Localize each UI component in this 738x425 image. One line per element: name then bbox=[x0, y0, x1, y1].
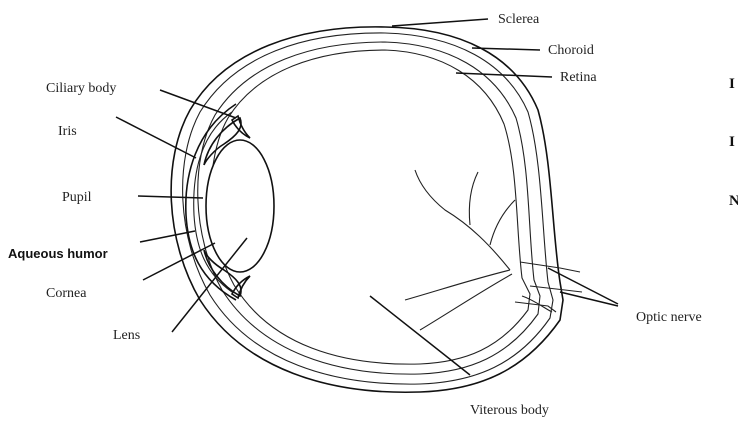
leader-lens bbox=[172, 238, 247, 332]
label-viterous-body: Viterous body bbox=[470, 403, 549, 418]
retinal-vessels bbox=[405, 170, 515, 330]
leader-optic-nerve-1 bbox=[548, 268, 618, 304]
lens bbox=[206, 140, 274, 272]
label-iris: Iris bbox=[58, 124, 77, 139]
label-pupil: Pupil bbox=[62, 190, 92, 205]
label-ciliary-body: Ciliary body bbox=[46, 81, 116, 96]
label-sclerea: Sclerea bbox=[498, 12, 540, 27]
label-lens: Lens bbox=[113, 328, 140, 343]
leader-pupil bbox=[138, 196, 203, 198]
leader-lines bbox=[116, 19, 618, 375]
label-cornea: Cornea bbox=[46, 286, 87, 301]
cropped-text-3: N bbox=[729, 193, 738, 209]
label-optic-nerve: Optic nerve bbox=[636, 310, 702, 325]
cropped-text-1: I bbox=[729, 76, 735, 92]
optic-nerve-shape bbox=[515, 262, 582, 312]
label-choroid: Choroid bbox=[548, 43, 594, 58]
cropped-text-2: I bbox=[729, 134, 735, 150]
leader-ciliary-body bbox=[160, 90, 236, 118]
leader-aqueous-humor bbox=[140, 231, 195, 242]
label-aqueous-humor: Aqueous humor bbox=[8, 246, 108, 261]
leader-sclerea bbox=[392, 19, 488, 26]
label-retina: Retina bbox=[560, 70, 597, 85]
